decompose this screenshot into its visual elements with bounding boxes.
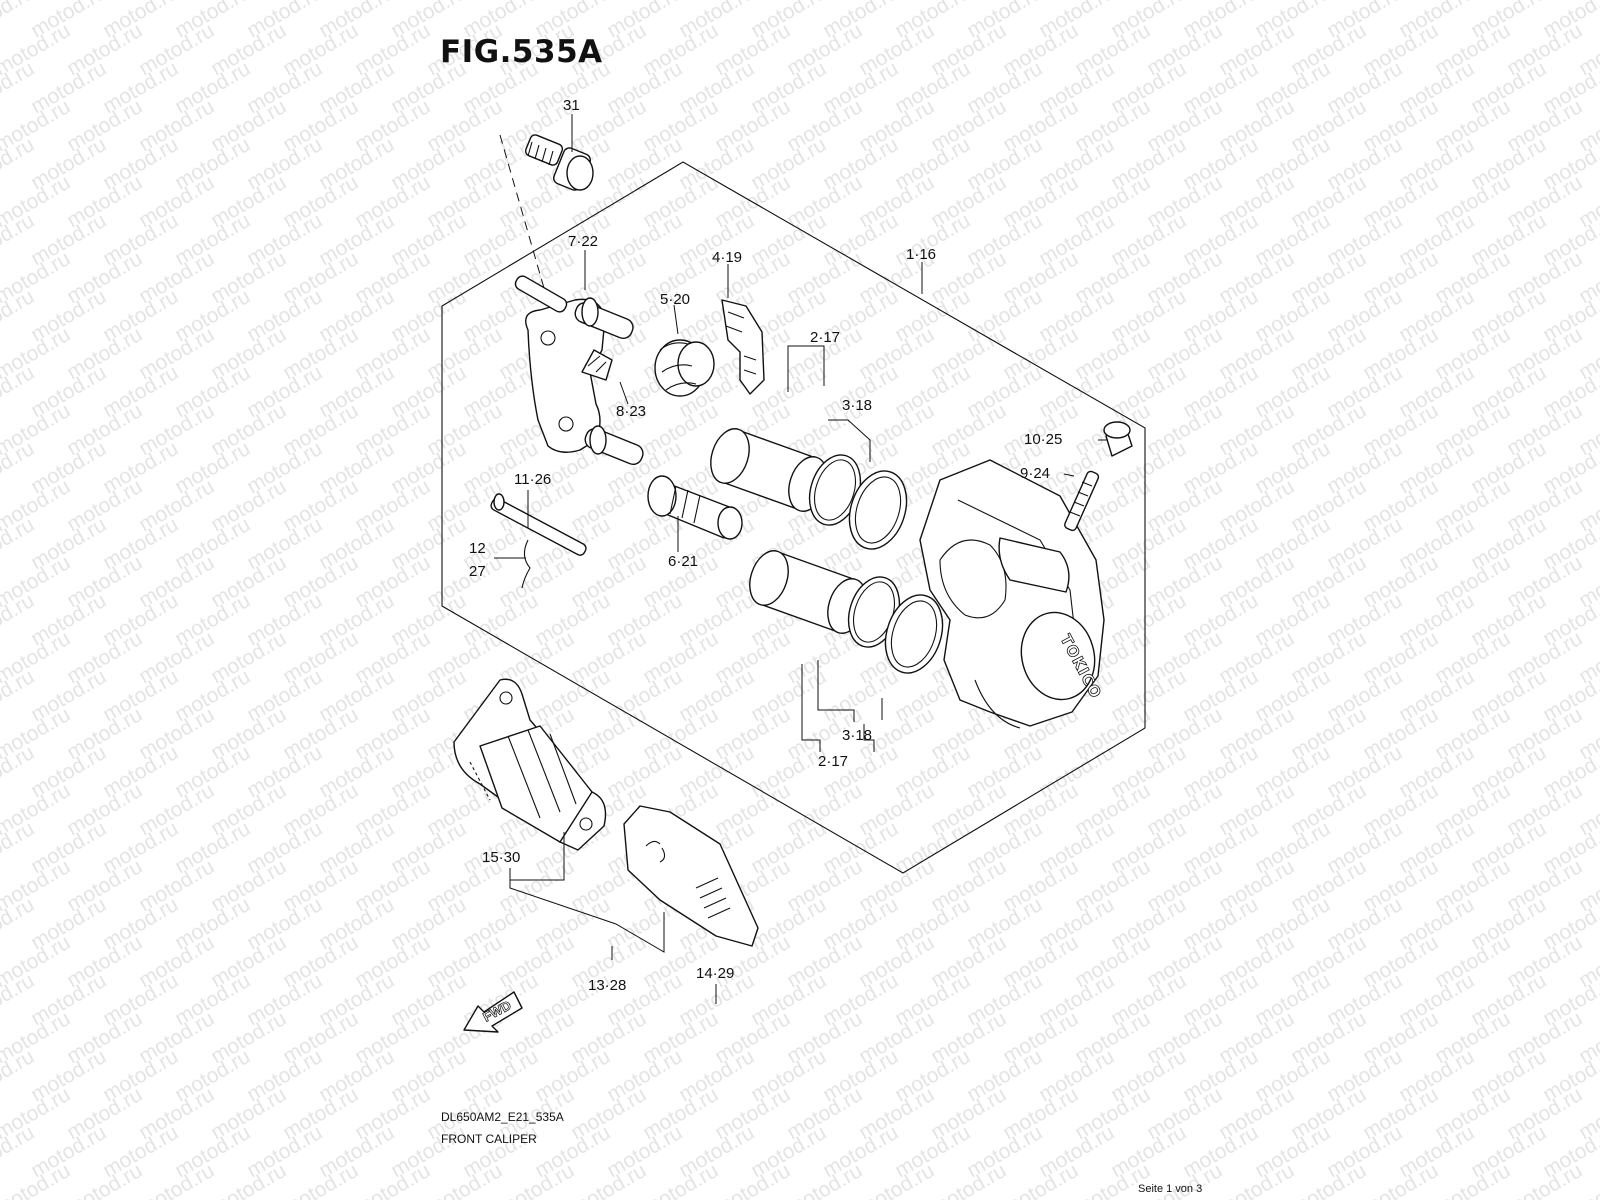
callout-6-21: 6·21 [668,553,698,570]
assembly-outline [441,161,1146,874]
callout-13-28: 13·28 [588,977,626,994]
callout-3-18-lower: 3·18 [842,727,872,744]
callout-3-18-upper: 3·18 [842,397,872,414]
pad-pin-11 [490,493,587,556]
bleeder-valve-9 [1064,470,1100,532]
figure-title: FIG.535A [440,34,603,70]
pad-spring-4 [721,299,765,395]
callout-31: 31 [563,97,580,114]
callout-7-22: 7·22 [568,233,598,250]
piston-seals-3 [808,454,944,674]
pin-clip-12 [521,539,531,589]
boot-5 [654,339,715,397]
caliper-bracket-7 [514,275,644,466]
pad-shim-14 [623,805,759,947]
callout-8-23: 8·23 [616,403,646,420]
callout-11-26: 11·26 [514,471,551,488]
callout-10-25: 10·25 [1024,431,1062,448]
callout-14-29: 14·29 [696,965,734,982]
caliper-body-1: TOKICO [919,459,1106,729]
boot-6 [647,475,743,540]
callout-labels: 31 7·22 5·20 4·19 1·16 2·17 3·18 8·23 10… [469,97,1062,994]
leader-lines [494,114,1108,1004]
forward-direction-arrow: FWD [463,991,523,1033]
callout-27: 27 [469,563,486,580]
callout-9-24: 9·24 [1020,465,1050,482]
callout-15-30: 15·30 [482,849,520,866]
callout-4-19: 4·19 [712,249,742,266]
piston-2-lower [749,550,867,634]
spring-clip-8 [581,349,613,381]
bleeder-cap-10 [1103,421,1133,457]
brake-pad-15 [453,678,607,851]
callout-5-20: 5·20 [660,291,690,308]
callout-2-17-upper: 2·17 [810,329,840,346]
figure-caption: FRONT CALIPER [441,1132,537,1146]
callout-2-17-lower: 2·17 [818,753,848,770]
page-indicator: Seite 1 von 3 [1138,1183,1203,1195]
model-code: DL650AM2_E21_535A [441,1110,564,1124]
callout-1-16: 1·16 [906,246,936,263]
callout-12: 12 [469,540,486,557]
